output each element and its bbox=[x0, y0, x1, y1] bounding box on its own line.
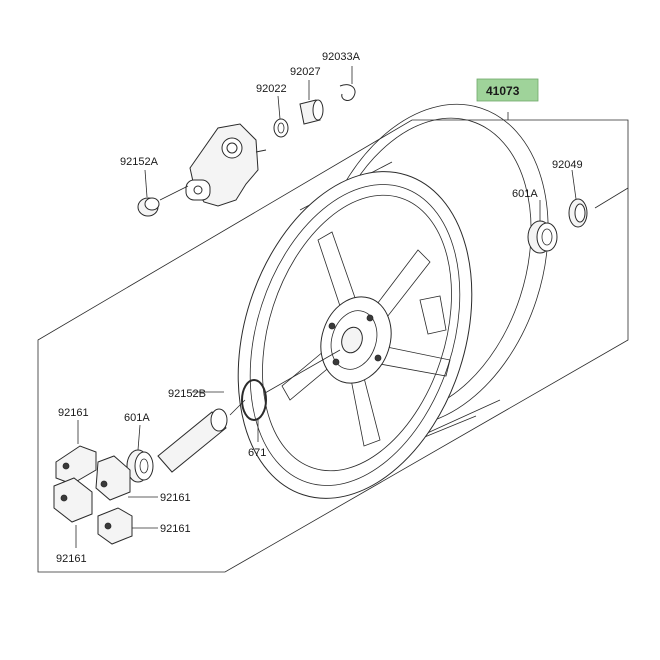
label-damper-bottom[interactable]: 92161 bbox=[56, 553, 87, 565]
label-bearing-right[interactable]: 601A bbox=[512, 188, 538, 200]
label-oil-seal[interactable]: 92049 bbox=[552, 159, 583, 171]
bearing-left[interactable] bbox=[126, 449, 154, 483]
label-collar[interactable]: 92027 bbox=[290, 66, 321, 78]
label-damper-top[interactable]: 92161 bbox=[58, 407, 89, 419]
label-o-ring[interactable]: 671 bbox=[248, 447, 266, 459]
assembly-frame bbox=[37, 112, 629, 573]
clip[interactable] bbox=[339, 84, 356, 101]
damper-bottom[interactable] bbox=[53, 477, 93, 523]
label-damper-right-1[interactable]: 92161 bbox=[160, 492, 191, 504]
collar[interactable] bbox=[299, 99, 324, 125]
sprocket-nut[interactable] bbox=[137, 185, 189, 217]
label-damper-right-2[interactable]: 92161 bbox=[160, 523, 191, 535]
damper-top[interactable] bbox=[55, 445, 97, 485]
assembly-highlight-box bbox=[476, 78, 539, 102]
leader-lines bbox=[75, 66, 629, 548]
label-bearing-left[interactable]: 601A bbox=[124, 412, 150, 424]
label-sprocket-nut[interactable]: 92152A bbox=[120, 156, 159, 168]
damper-right-1[interactable] bbox=[95, 455, 131, 501]
label-spacer[interactable]: 92152B bbox=[168, 388, 206, 400]
caliper-bracket[interactable] bbox=[185, 123, 267, 207]
label-clip[interactable]: 92033A bbox=[322, 51, 361, 63]
damper-right-2[interactable] bbox=[97, 507, 133, 545]
bearing-right[interactable] bbox=[527, 220, 558, 254]
o-ring[interactable] bbox=[241, 379, 267, 421]
washer[interactable] bbox=[273, 118, 289, 138]
label-main-assembly[interactable]: 41073 bbox=[486, 84, 520, 98]
label-washer[interactable]: 92022 bbox=[256, 83, 287, 95]
oil-seal[interactable] bbox=[568, 198, 588, 228]
rear-wheel[interactable] bbox=[198, 73, 587, 528]
spacer[interactable] bbox=[157, 408, 228, 473]
